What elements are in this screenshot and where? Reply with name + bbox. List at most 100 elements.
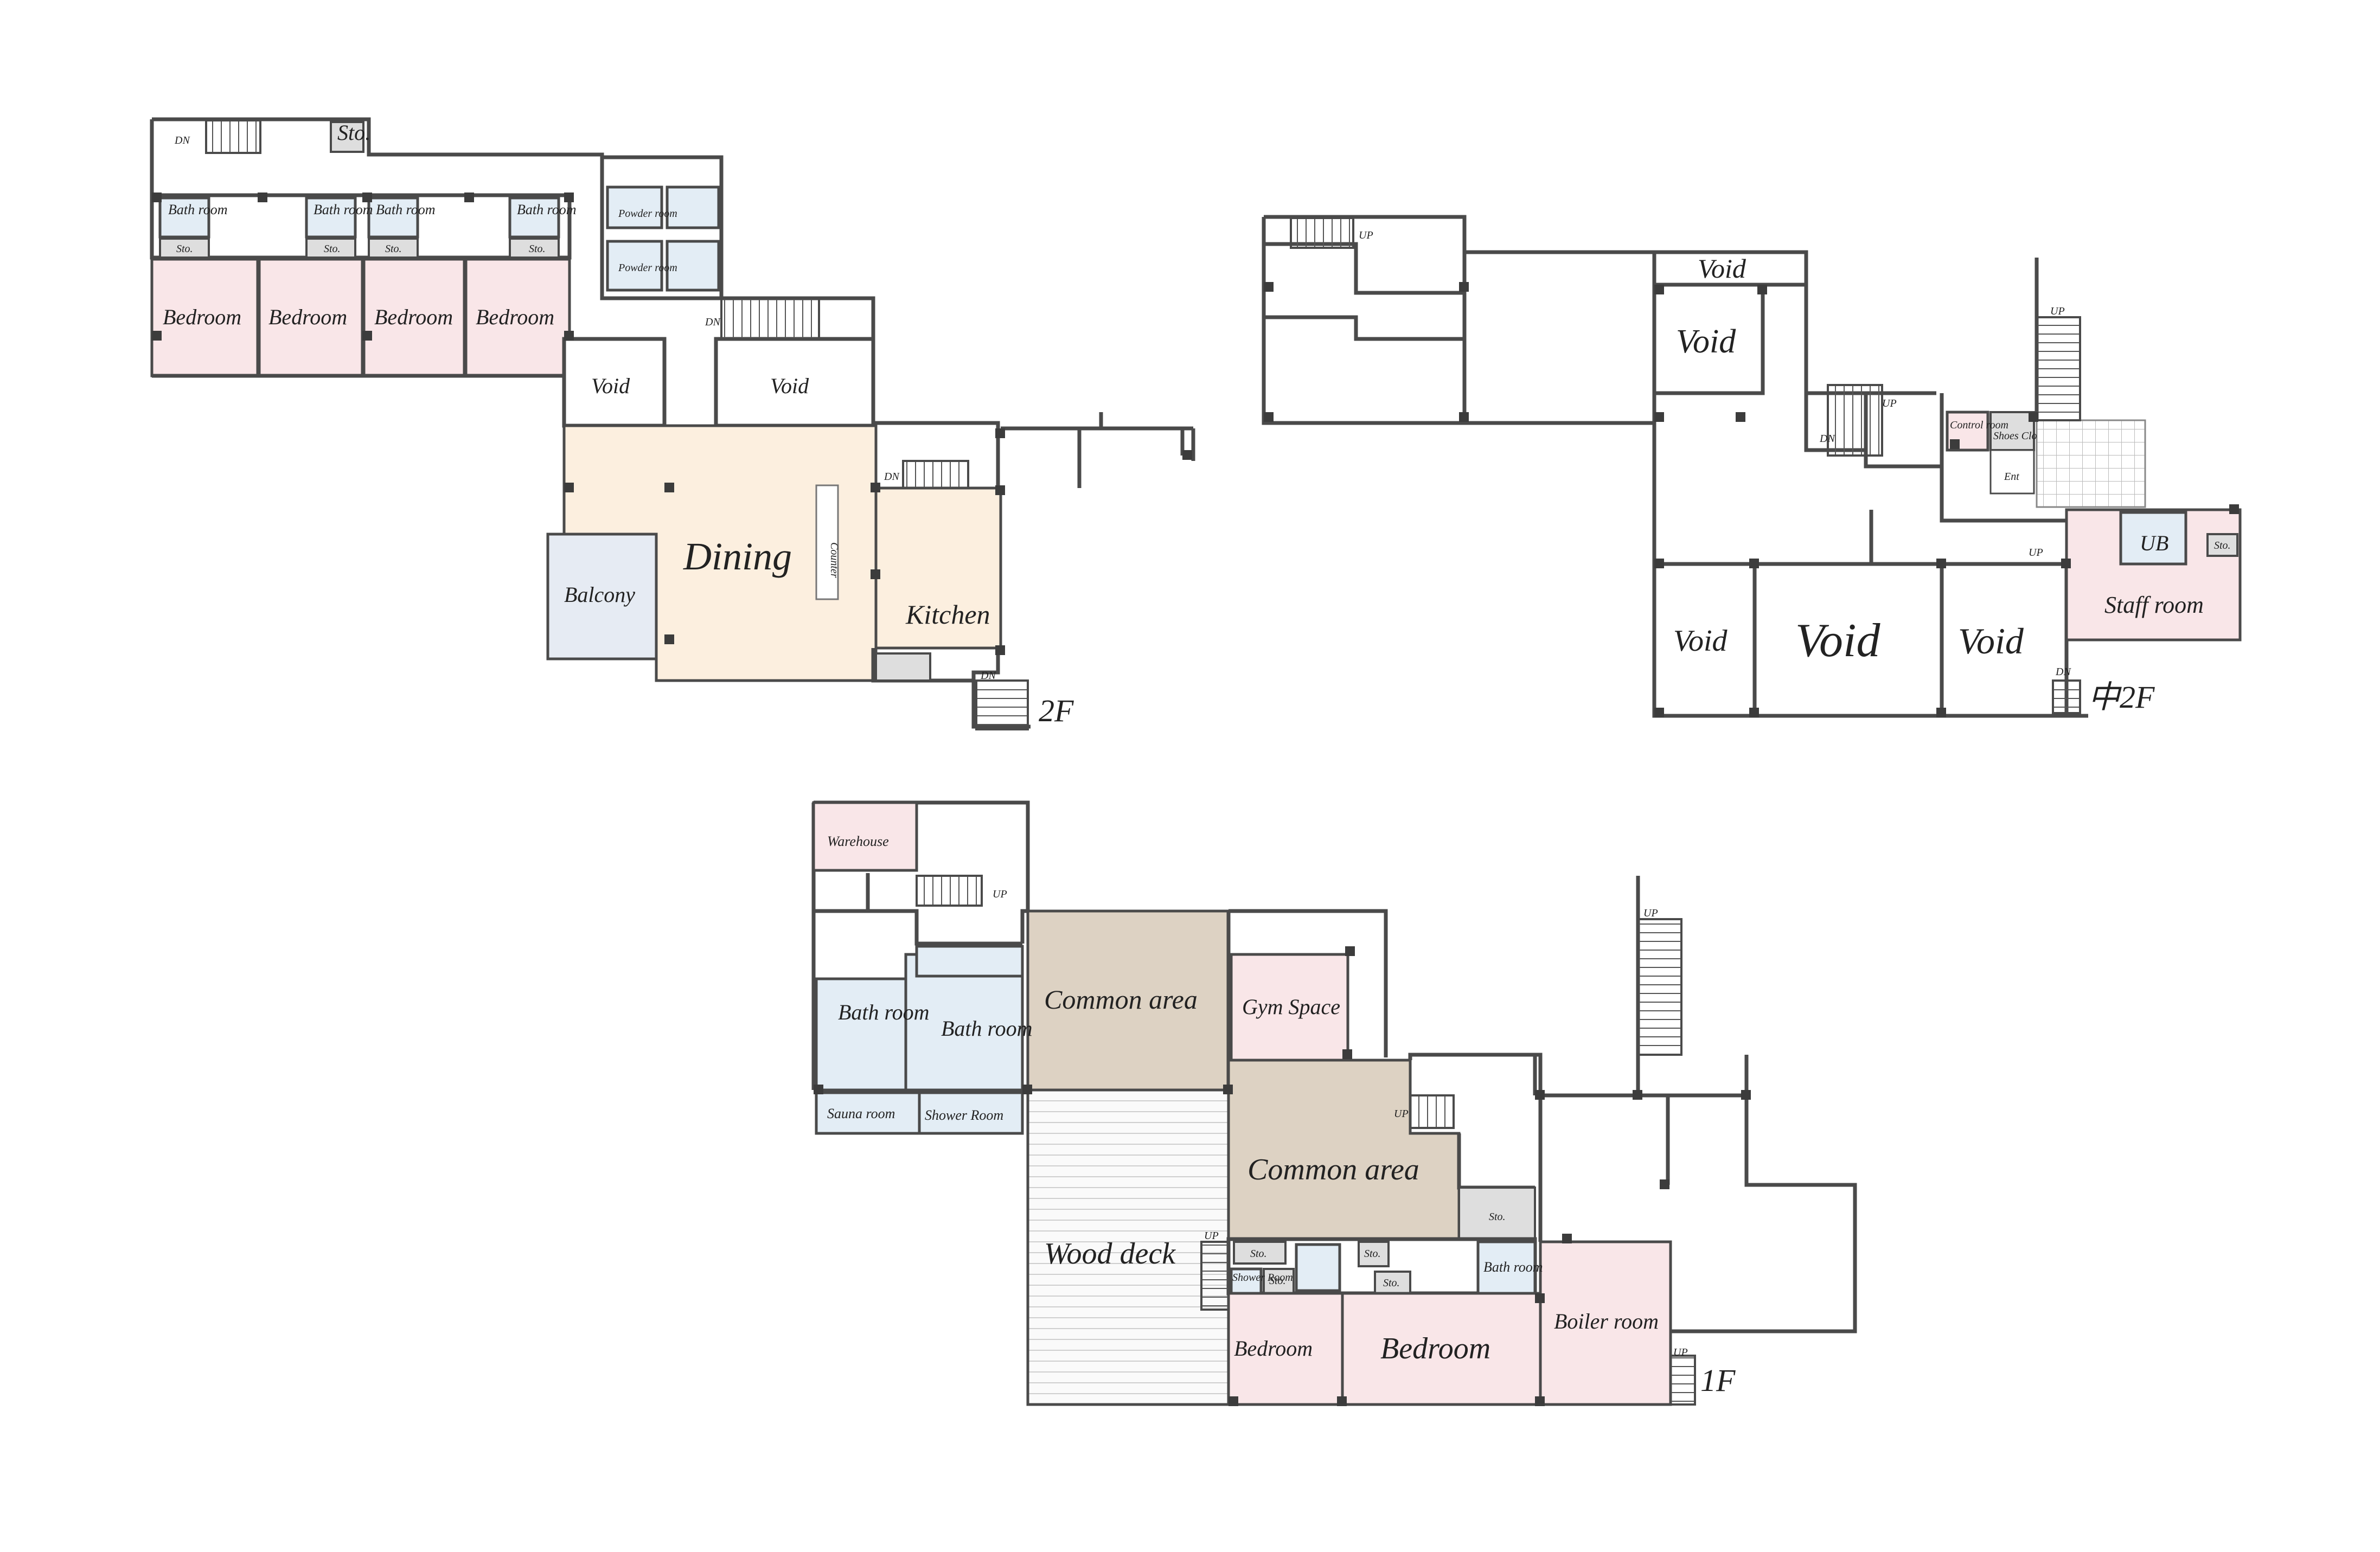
- dn-3-label: DN: [884, 471, 900, 483]
- sto-1-label: Sto.: [176, 243, 193, 255]
- shoes-clo-label: Shoes Clo: [1993, 430, 2037, 442]
- sto-top-label: Sto.: [337, 120, 370, 145]
- wood-deck-label: Wood deck: [1044, 1237, 1176, 1271]
- sto-1f-5: [1458, 1187, 1536, 1243]
- up-3-label: UP: [2050, 305, 2065, 317]
- up-1f-5-label: UP: [1673, 1346, 1688, 1358]
- sto-1f-5-label: Sto.: [1489, 1211, 1506, 1223]
- up-4-label: UP: [2029, 547, 2043, 559]
- bedroom-2f-4: [464, 258, 571, 377]
- bath-1f-a-label: Bath room: [838, 1000, 930, 1024]
- stair-1f-deck[interactable]: [1200, 1241, 1230, 1311]
- gym-space-label: Gym Space: [1242, 995, 1340, 1019]
- dn-2-label: DN: [705, 316, 721, 328]
- shower-small-label: Shower Room: [1232, 1272, 1293, 1284]
- stair-mid-outside[interactable]: [2036, 316, 2081, 421]
- up-1f-3-label: UP: [1204, 1230, 1219, 1242]
- sto-1f-3-label: Sto.: [1364, 1248, 1381, 1260]
- bath-1f-c: [1476, 1240, 1537, 1295]
- stair-2f-top[interactable]: [205, 119, 261, 154]
- floor-mid2f-label: 中2F: [2088, 679, 2155, 715]
- void-a-label: Void: [1673, 624, 1728, 658]
- balcony: [546, 533, 658, 660]
- common-area-2-label: Common area: [1247, 1153, 1419, 1187]
- stair-mid-center[interactable]: [1827, 384, 1883, 457]
- sto-2-label: Sto.: [324, 243, 341, 255]
- void-a: [1652, 562, 1757, 718]
- balcony-label: Balcony: [564, 582, 635, 607]
- bedroom-2f-1: [150, 258, 259, 377]
- common-area-2: [1227, 1059, 1461, 1241]
- stair-1f-boiler[interactable]: [1669, 1355, 1696, 1406]
- warehouse-label: Warehouse: [827, 833, 889, 849]
- void-c: [1940, 562, 2069, 718]
- boiler-room: [1539, 1240, 1672, 1406]
- void-c-label: Void: [1958, 620, 2024, 662]
- counter-label: Counter: [828, 542, 840, 578]
- dn-1-label: DN: [174, 134, 190, 146]
- floor-2f: Sto. Bath room Bath room Bath room Bath …: [150, 117, 1195, 730]
- staff-room-label: Staff room: [2104, 592, 2204, 618]
- floor-mid2f: Void Void Void Void Void Control room Sh…: [1262, 215, 2242, 718]
- sto-1f-1-label: Sto.: [1250, 1248, 1267, 1260]
- control-room-label: Control room: [1950, 419, 2008, 431]
- floor-1f: Warehouse Bath room Bath room Sauna room…: [811, 800, 1857, 1406]
- bedroom-1f-2-label: Bedroom: [1380, 1332, 1490, 1365]
- bath-1f-c-label: Bath room: [1483, 1259, 1543, 1275]
- stair-1f-left[interactable]: [916, 875, 983, 907]
- bedroom-2f-2-label: Bedroom: [268, 305, 347, 329]
- sto-4-label: Sto.: [529, 243, 546, 255]
- kitchen-label: Kitchen: [905, 599, 990, 630]
- powder-1-label: Powder room: [618, 208, 677, 220]
- void-2f-1-label: Void: [591, 374, 630, 398]
- dining-label: Dining: [683, 535, 792, 578]
- stair-2f-down[interactable]: [975, 679, 1029, 730]
- powder-2-label: Powder room: [618, 262, 677, 274]
- stair-mid-down[interactable]: [2052, 679, 2081, 714]
- bath-2-label: Bath room: [314, 202, 373, 217]
- tile-area: [2036, 419, 2146, 508]
- sto-1f-2-label: Sto.: [1269, 1275, 1286, 1287]
- void-top: [1652, 250, 1808, 287]
- common-area-1-label: Common area: [1044, 984, 1198, 1015]
- shoes-clo: [1989, 411, 2035, 451]
- sto-3-label: Sto.: [385, 243, 402, 255]
- bath-1f-a: [815, 977, 907, 1092]
- up-1f-1-label: UP: [993, 888, 1007, 900]
- void-big-top-label: Void: [1676, 323, 1736, 360]
- bedroom-2f-3-label: Bedroom: [374, 305, 453, 329]
- void-top-label: Void: [1698, 253, 1746, 284]
- stair-1f-center[interactable]: [1409, 1094, 1455, 1129]
- bedroom-1f-1-label: Bedroom: [1234, 1336, 1313, 1361]
- bath-3: [367, 196, 419, 239]
- up-1-label: UP: [1359, 229, 1373, 241]
- bath-4: [508, 196, 560, 239]
- sto-top: [330, 121, 364, 153]
- stair-2f-kitchen[interactable]: [902, 460, 969, 489]
- dn-4-label: DN: [980, 670, 996, 682]
- bedroom-1f-2: [1341, 1292, 1542, 1406]
- void-big-label: Void: [1795, 614, 1880, 667]
- ub: [2119, 511, 2187, 566]
- sto-mid: [2206, 533, 2238, 557]
- boiler-room-label: Boiler room: [1554, 1309, 1659, 1333]
- ub-label: UB: [2140, 531, 2168, 555]
- up-2-label: UP: [1882, 397, 1897, 409]
- warehouse: [812, 801, 918, 872]
- stair-2f-dn[interactable]: [720, 297, 820, 340]
- shower-room: [918, 1091, 1024, 1135]
- void-big: [1752, 562, 1944, 718]
- sauna: [815, 1091, 921, 1135]
- stair-mid-top[interactable]: [1290, 217, 1354, 249]
- bath-2: [305, 196, 357, 239]
- stair-1f-right[interactable]: [1637, 918, 1682, 1056]
- bath-1-label: Bath room: [168, 202, 228, 217]
- bedroom-1f-1: [1227, 1292, 1344, 1406]
- void-2f-1: [562, 337, 667, 428]
- dn-mid-1-label: DN: [1819, 433, 1835, 445]
- sto-mid-label: Sto.: [2214, 540, 2231, 551]
- bath-1f-b-label: Bath room: [941, 1016, 1033, 1041]
- bath-4-label: Bath room: [517, 202, 577, 217]
- bedroom-2f-1-label: Bedroom: [163, 305, 241, 329]
